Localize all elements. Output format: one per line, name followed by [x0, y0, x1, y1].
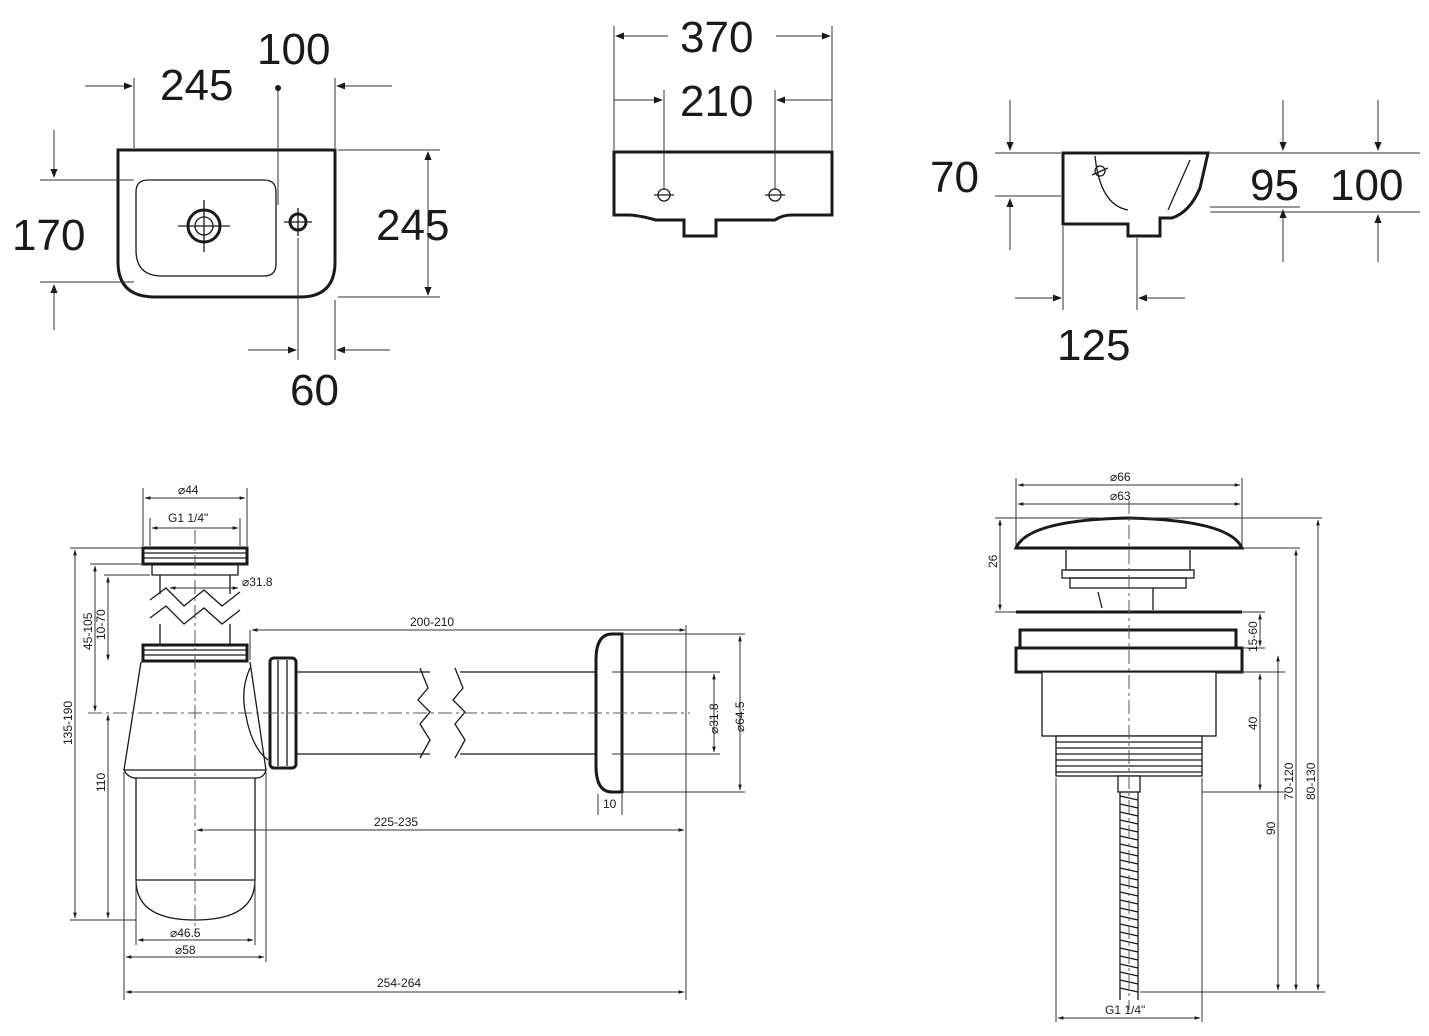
dim-cap-height: 26: [986, 554, 1000, 568]
dim-flange-thickness: 10: [603, 797, 617, 811]
dim-thread-spec: G1 1/4": [1105, 1003, 1145, 1017]
dim-inlet-outer-dia: ⌀44: [178, 483, 199, 497]
bottle-trap-drawing: ⌀44 G1 1/4" ⌀31.8 135-190 45-105 10-70 1…: [61, 483, 747, 1000]
dim-overall-width: 370: [680, 13, 753, 62]
waste-flange: [1018, 628, 1238, 650]
basin-side-outline: [1061, 151, 1210, 238]
trap-body: [123, 661, 267, 771]
dim-lift-range: 15-60: [1246, 621, 1260, 652]
dim-overall-height: 100: [1330, 161, 1403, 210]
dim-adjust-range-a: 45-105: [81, 612, 95, 650]
dim-shaft-length: 90: [1264, 821, 1278, 835]
dim-body-outer-dia: ⌀58: [175, 943, 196, 957]
dim-basin-depth: 170: [12, 211, 85, 260]
dim-bowl-depth: 95: [1250, 161, 1299, 210]
basin-plan-view: 245 100 170 245 60: [12, 25, 449, 415]
dim-rim-height: 70: [930, 153, 979, 202]
dim-body-inner-dia: ⌀46.5: [170, 926, 201, 940]
dim-outlet-tube-dia: ⌀31.8: [707, 703, 721, 734]
dim-body-range: 70-120: [1282, 762, 1296, 800]
dim-cap-dia: ⌀63: [1110, 489, 1131, 503]
dim-inlet-thread: G1 1/4": [168, 511, 208, 525]
click-waste-drawing: ⌀66 ⌀63 26 15-60 40 90 70-120 80-130 G1 …: [986, 470, 1325, 1022]
trap-bottom-cup: [135, 778, 256, 921]
dim-basin-width: 245: [160, 61, 233, 110]
dim-cap-outer-dia: ⌀66: [1110, 470, 1131, 484]
dim-adjust-range-b: 10-70: [94, 609, 108, 640]
dim-outlet-length: 200-210: [410, 615, 454, 629]
dim-waste-projection: 125: [1057, 321, 1130, 370]
dim-waste-offset: 60: [290, 366, 339, 415]
dim-body-height: 110: [94, 773, 108, 792]
basin-side-view: 70 95 100 125: [930, 100, 1420, 370]
basin-plan-bowl: [135, 179, 277, 277]
dim-inlet-tube-dia: ⌀31.8: [242, 575, 273, 589]
dim-outer-depth: 245: [376, 201, 449, 250]
dim-overall-length: 254-264: [377, 976, 421, 990]
dim-height-range: 135-190: [61, 701, 75, 745]
dim-thread-length: 40: [1246, 716, 1260, 730]
dim-wall-flange-dia: ⌀64.5: [733, 701, 747, 732]
basin-front-outline: [612, 150, 834, 238]
dim-overall-range: 80-130: [1304, 762, 1318, 800]
basin-front-view: 370 210: [612, 13, 834, 238]
dim-fixing-centres: 210: [680, 77, 753, 126]
dim-tap-offset: 100: [257, 25, 330, 74]
basin-plan-outline: [116, 148, 337, 299]
dim-wall-distance: 225-235: [374, 815, 418, 829]
